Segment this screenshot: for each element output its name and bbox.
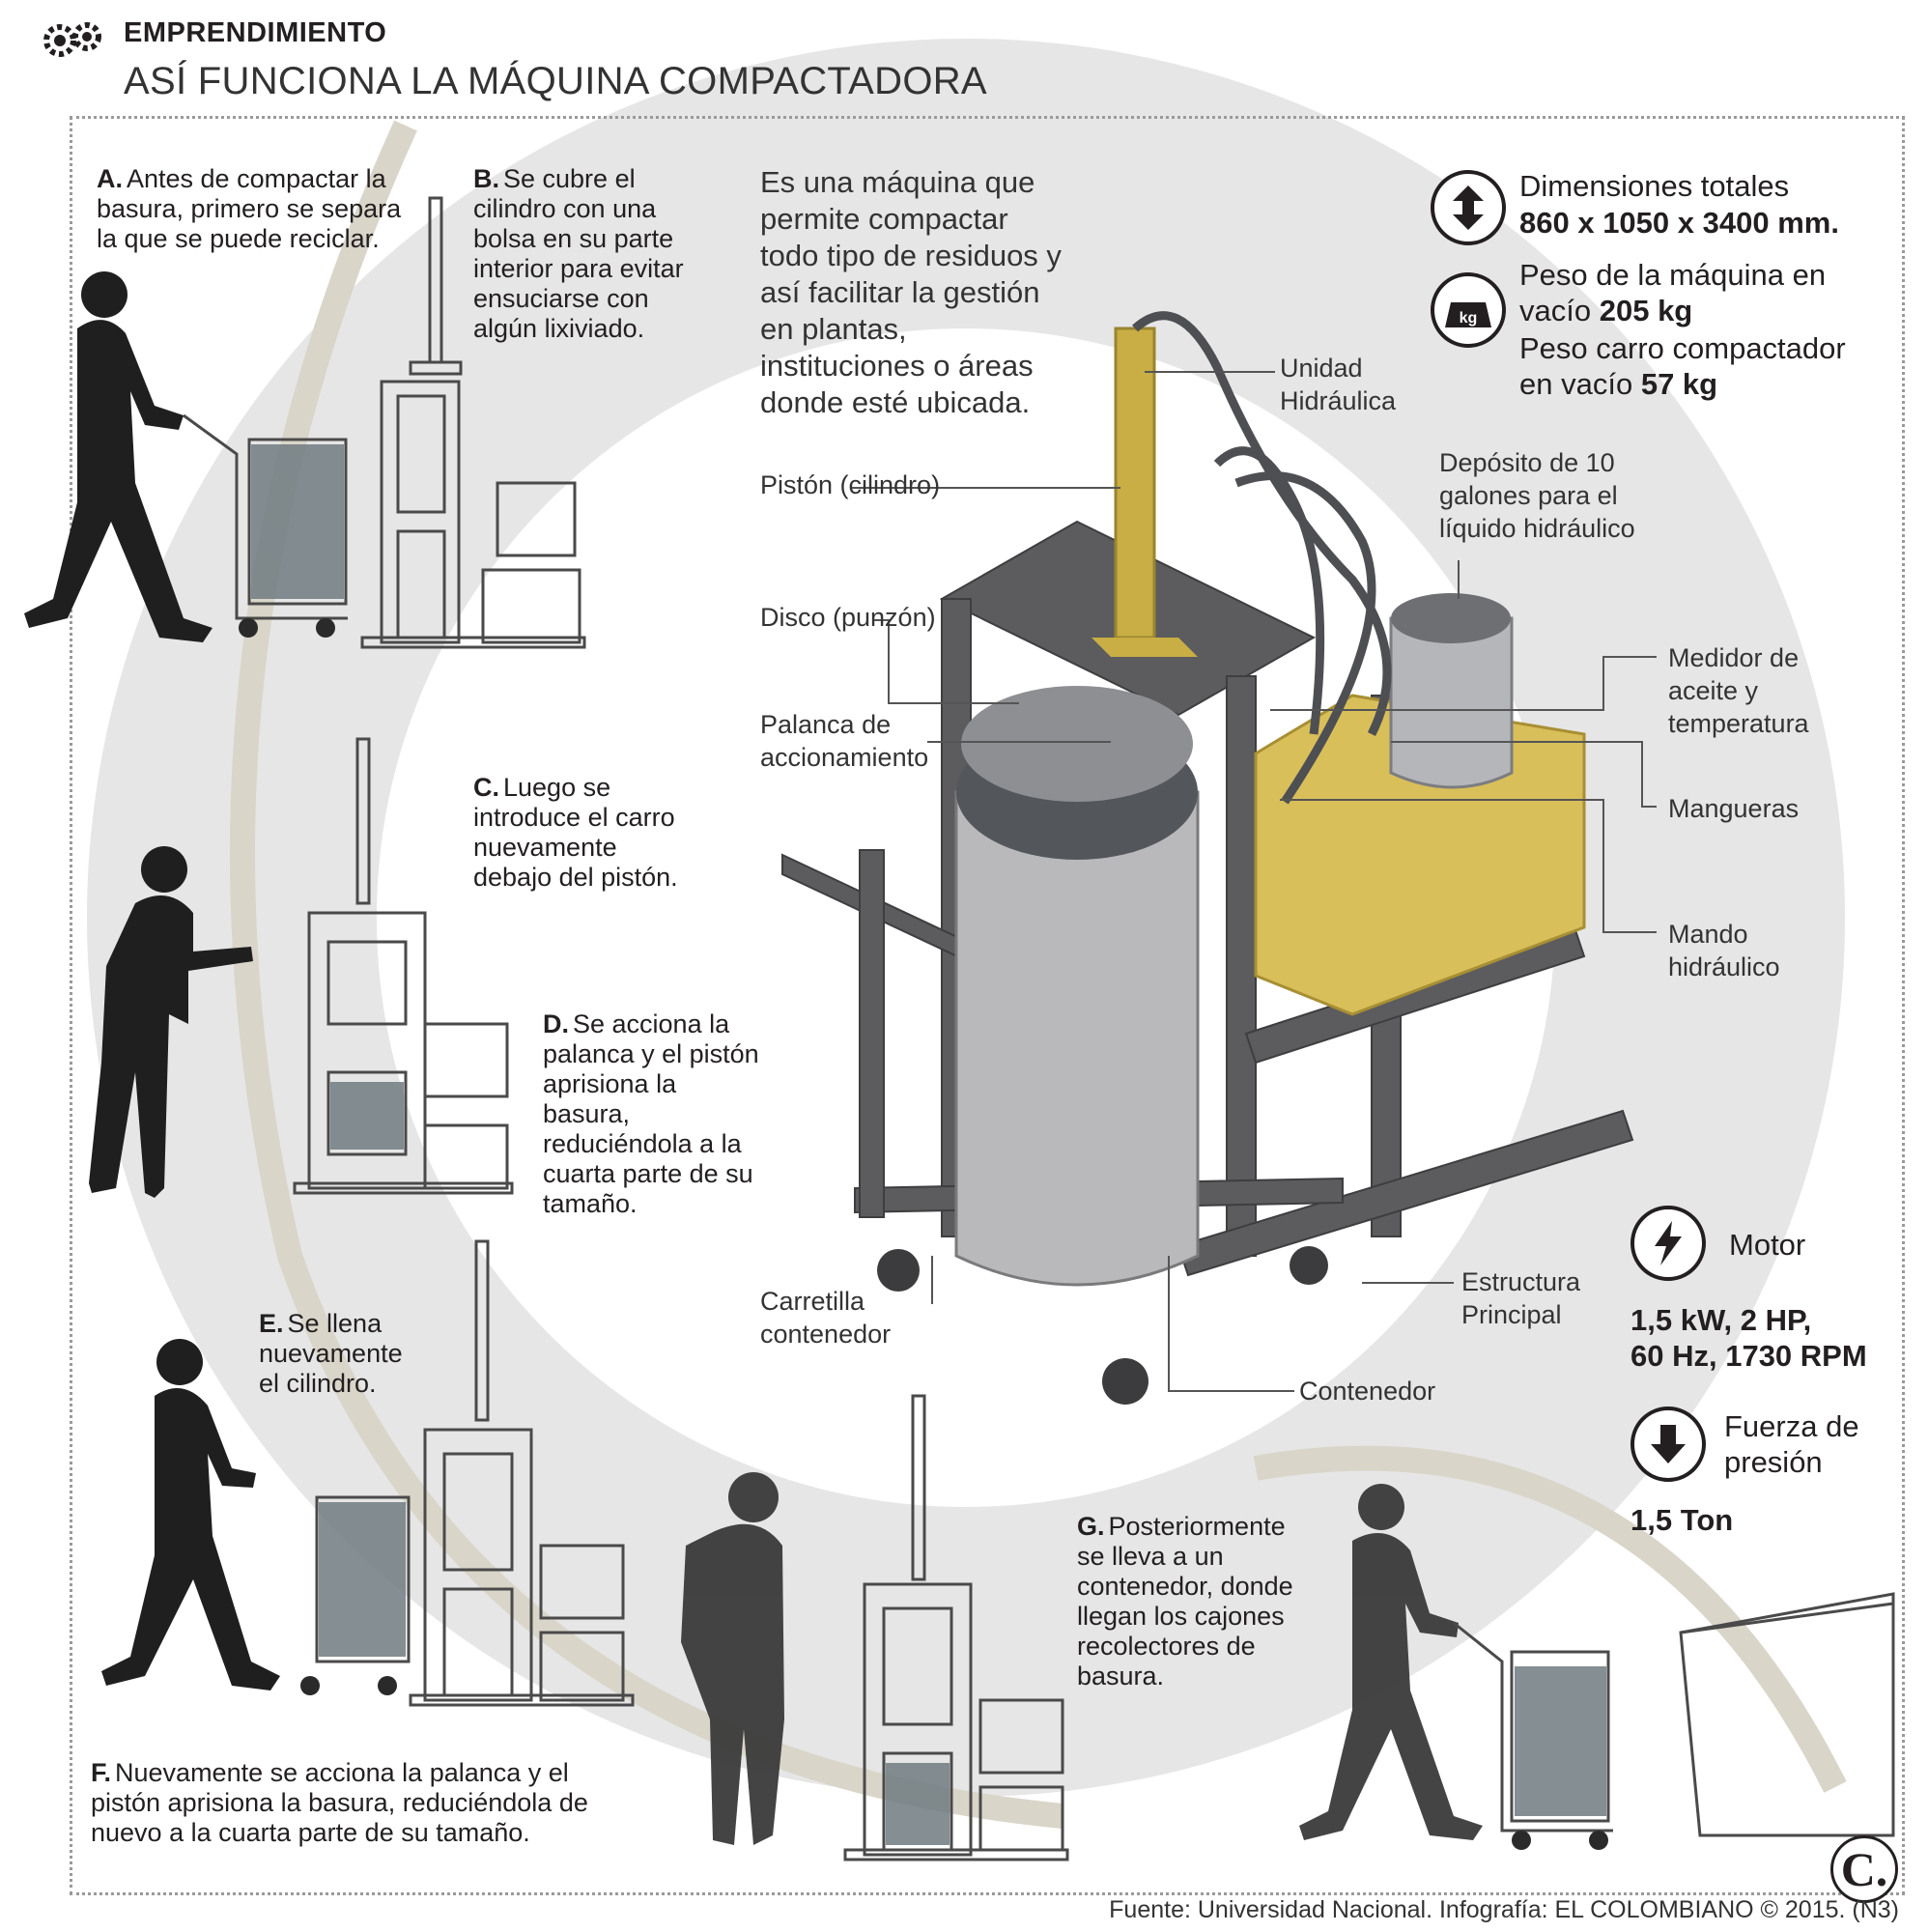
peso-carro-label: Peso carro compactador en vacío bbox=[1519, 331, 1846, 401]
label-mangueras: Mangueras bbox=[1668, 794, 1800, 823]
step-text: Posteriormente se lleva a un contenedor,… bbox=[1077, 1512, 1293, 1690]
step-f: F.Nuevamente se acciona la palanca y el … bbox=[91, 1758, 632, 1848]
label-palanca: Palanca de accionamiento bbox=[760, 710, 929, 772]
label-mando: Mando hidráulico bbox=[1668, 920, 1780, 981]
step-text: Se llena nuevamente el cilindro. bbox=[259, 1309, 403, 1398]
step-letter: D. bbox=[543, 1009, 569, 1038]
step-letter: A. bbox=[97, 164, 123, 193]
step-letter: C. bbox=[473, 773, 499, 802]
step-text: Se acciona la palanca y el pistón aprisi… bbox=[543, 1009, 759, 1218]
step-d: D.Se acciona la palanca y el pistón apri… bbox=[543, 1009, 765, 1219]
peso-carro-value: 57 kg bbox=[1640, 367, 1718, 401]
step-a: A.Antes de compactar la basura, primero … bbox=[97, 164, 415, 254]
step-g: G.Posteriormente se lleva a un contenedo… bbox=[1077, 1512, 1299, 1691]
step-e: E.Se llena nuevamente el cilindro. bbox=[259, 1309, 413, 1399]
el-colombiano-logo: C. bbox=[1830, 1835, 1898, 1903]
step-text: Nuevamente se acciona la palanca y el pi… bbox=[91, 1758, 588, 1847]
step-text: Luego se introduce el carro nuevamente d… bbox=[473, 773, 678, 892]
step-text: Antes de compactar la basura, primero se… bbox=[97, 164, 402, 253]
peso-carro: Peso carro compactador en vacío 57 kg bbox=[1519, 330, 1886, 402]
label-deposito: Depósito de 10 galones para el líquido h… bbox=[1439, 448, 1635, 543]
height-arrows-icon bbox=[1431, 170, 1506, 245]
motor-value-2: 60 Hz, 1730 RPM bbox=[1630, 1339, 1867, 1373]
step-b: B.Se cubre el cilindro con una bolsa en … bbox=[473, 164, 695, 344]
motor-label: Motor bbox=[1729, 1228, 1806, 1262]
label-unidad: Unidad Hidráulica bbox=[1280, 354, 1397, 415]
dimensiones-label: Dimensiones totales bbox=[1519, 169, 1790, 203]
label-contenedor: Contenedor bbox=[1299, 1377, 1436, 1406]
gears-icon bbox=[43, 22, 101, 57]
label-carretilla: Carretilla contenedor bbox=[760, 1287, 892, 1349]
machine-description: Es una máquina que permite compactar tod… bbox=[760, 165, 1062, 419]
fuerza-value: 1,5 Ton bbox=[1630, 1503, 1734, 1537]
step-letter: F. bbox=[91, 1758, 112, 1787]
motor-value-1: 1,5 kW, 2 HP, bbox=[1630, 1303, 1812, 1337]
fuerza-label: Fuerza de presión bbox=[1724, 1409, 1859, 1479]
lightning-icon bbox=[1630, 1206, 1706, 1281]
step-text: Se cubre el cilindro con una bolsa en su… bbox=[473, 164, 684, 343]
label-disco: Disco (punzón) bbox=[760, 603, 936, 632]
step-letter: G. bbox=[1077, 1512, 1105, 1541]
step-letter: E. bbox=[259, 1309, 284, 1338]
peso-maquina-label: Peso de la máquina en vacío bbox=[1519, 258, 1827, 327]
step-c: C.Luego se introduce el carro nuevamente… bbox=[473, 773, 695, 893]
weight-icon: kg bbox=[1431, 272, 1506, 348]
section-label: EMPRENDIMIENTO bbox=[124, 17, 387, 48]
source-footer: Fuente: Universidad Nacional. Infografía… bbox=[1109, 1896, 1899, 1923]
label-medidor: Medidor de aceite y temperatura bbox=[1668, 643, 1809, 738]
page-title: ASÍ FUNCIONA LA MÁQUINA COMPACTADORA bbox=[124, 60, 987, 102]
dimensiones-value: 860 x 1050 x 3400 mm. bbox=[1519, 206, 1839, 240]
peso-maquina-value: 205 kg bbox=[1599, 294, 1693, 327]
kg-icon-text: kg bbox=[1460, 310, 1478, 327]
label-estructura: Estructura Principal bbox=[1461, 1267, 1581, 1329]
peso-maquina: Peso de la máquina en vacío 205 kg bbox=[1519, 257, 1886, 328]
down-arrow-icon bbox=[1630, 1406, 1706, 1482]
step-letter: B. bbox=[473, 164, 499, 193]
infographic-frame bbox=[70, 116, 1905, 1895]
label-piston: Pistón (cilindro) bbox=[760, 470, 941, 499]
